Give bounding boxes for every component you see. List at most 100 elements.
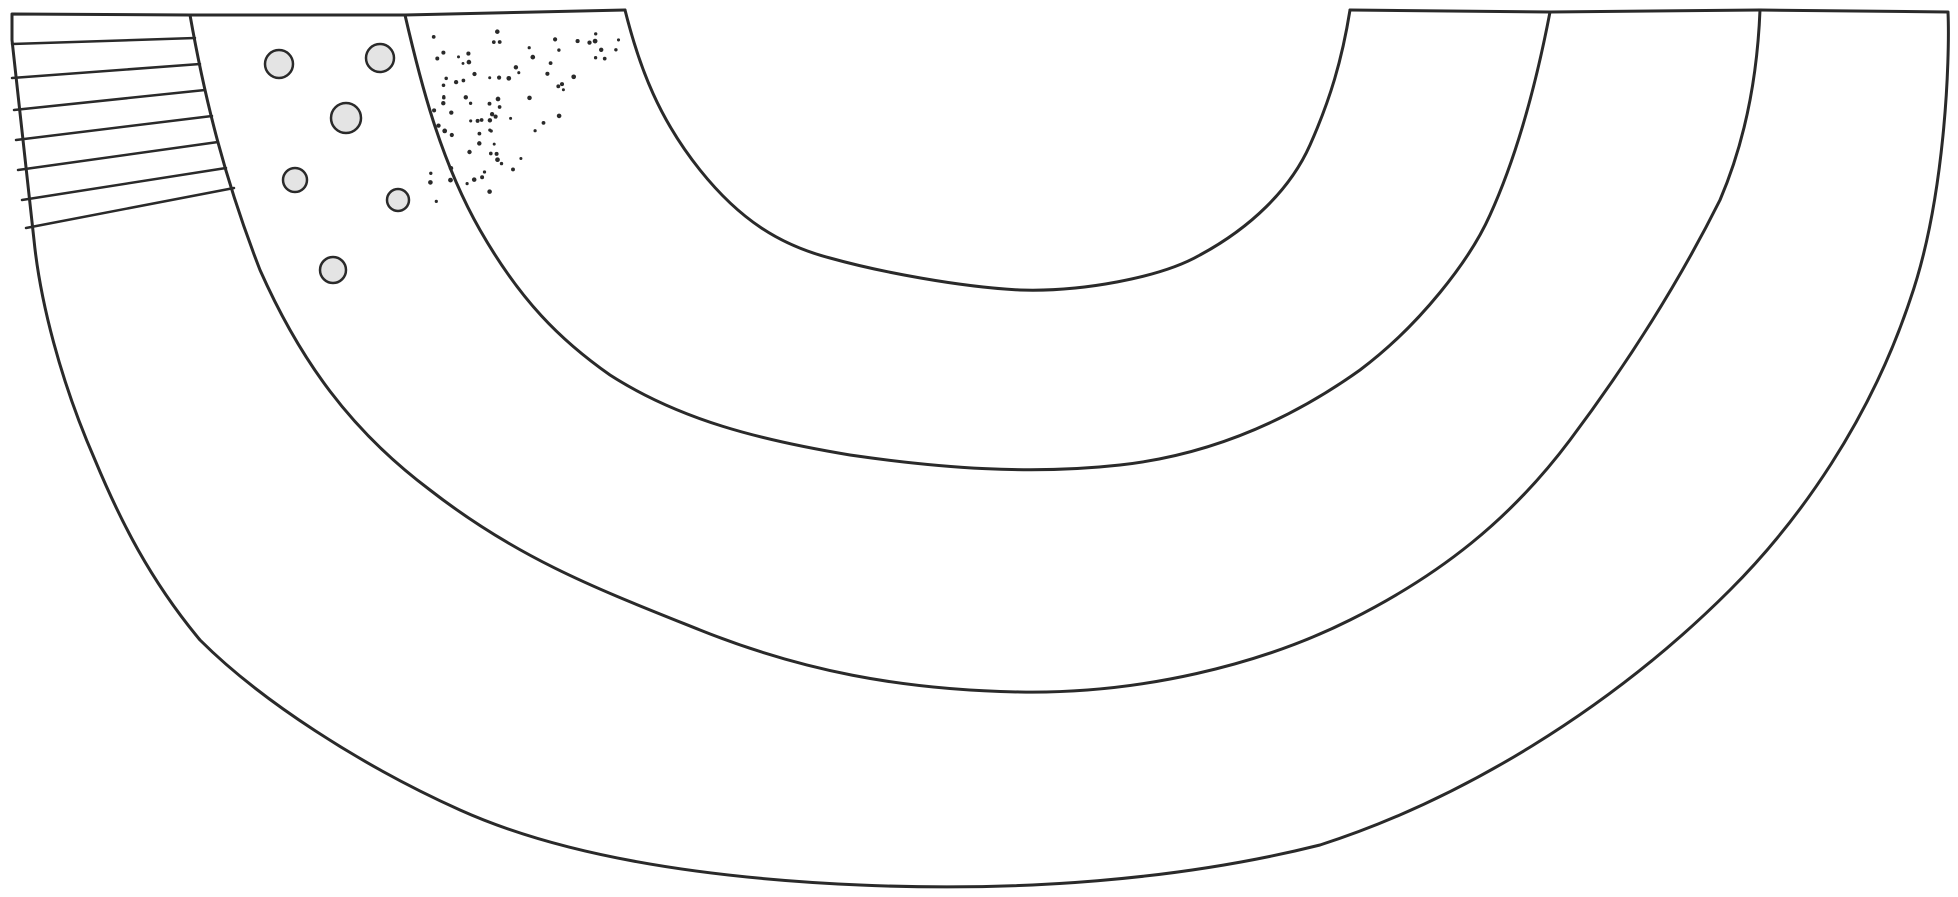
stipple-dot [432,35,436,39]
stipple-dot [490,112,494,116]
stipple-dot [435,57,439,61]
stipple-dot [493,143,496,146]
stipple-dot [497,76,501,80]
stipple-dot [469,102,472,105]
stipple-dot [506,76,511,81]
stipple-dot [534,129,537,132]
stipple-dot [594,56,597,59]
stipple-dot [483,170,486,173]
stipple-dot [498,105,502,109]
stipple-dot [557,48,560,51]
stipple-dot [477,141,481,145]
stipple-dot [545,72,549,76]
circle-marker [283,168,307,192]
stipple-dot [469,119,472,122]
hatch-line [18,142,218,170]
stipple-dot [478,132,482,136]
stipple-dot [480,175,484,179]
circle-marker [387,189,409,211]
stipple-dot [466,182,469,185]
circle-marker [366,44,394,72]
circle-pattern-icon [265,44,409,283]
stipple-dot [495,152,499,156]
stipple-dot [444,77,447,80]
stipple-dot [442,84,446,88]
stipple-dot [487,189,492,194]
stipple-dot [448,178,453,183]
boundary-second-third [405,12,1550,470]
hatch-line [12,38,195,44]
stipple-dot [576,39,580,43]
stipple-dot [429,172,432,175]
stipple-dot [472,72,476,76]
stipple-dot [442,95,445,98]
stipple-dot [488,118,492,122]
stipple-dot [441,51,445,55]
stipple-dot [571,74,576,79]
stipple-dot [492,40,496,44]
stipple-dot [557,114,562,119]
stipple-dot [587,40,591,44]
stipple-dot [489,152,493,156]
stipple-dot [449,166,453,170]
stipple-dot [617,38,620,41]
stipple-dot [528,46,531,49]
stipple-dot [556,84,560,88]
stipple-dot [509,117,512,120]
stipple-dot [472,177,477,182]
stipple-dot [488,102,492,106]
stipple-dot [527,96,532,101]
stipple-dot [428,180,433,185]
stipple-pattern-icon [428,29,620,203]
stipple-dot [441,101,445,105]
stipple-dot [495,157,500,162]
stipple-dot [560,82,564,86]
stipple-dot [530,55,535,60]
stipple-dot [562,88,565,91]
stipple-dot [594,32,597,35]
stipple-dot [462,79,466,83]
stipple-dot [614,48,617,51]
stipple-dot [457,55,460,58]
stipple-dot [449,110,453,114]
circle-marker [331,103,361,133]
hatch-line [12,64,200,78]
stipple-dot [480,118,484,122]
stipple-dot [488,129,491,132]
stipple-dot [435,200,438,203]
hatch-line [14,90,205,110]
stipple-dot [450,133,454,137]
boundary-outer-second [190,10,1760,692]
stipple-dot [549,61,553,65]
stipple-dot [467,60,472,65]
circle-marker [265,50,293,78]
stipple-dot [517,71,520,74]
stipple-dot [495,29,500,34]
stipple-dot [442,129,447,134]
outer-arc-boundary [12,10,1948,887]
stipple-dot [464,95,468,99]
stipple-dot [542,121,546,125]
stipple-dot [462,62,465,65]
stipple-dot [454,80,458,84]
stipple-dot [488,76,491,79]
stipple-dot [593,39,598,44]
stipple-dot [432,108,436,112]
stipple-dot [519,157,522,160]
layer-boundaries [12,10,1948,887]
inner-arc-boundary [625,10,1350,290]
stipple-dot [467,150,471,154]
stipple-dot [553,37,557,41]
stipple-dot [500,162,503,165]
stipple-dot [514,65,518,69]
stipple-dot [599,48,603,52]
hatch-line [16,116,212,140]
stipple-dot [436,123,440,127]
stipple-dot [511,167,515,171]
stipple-dot [498,40,502,44]
stipple-dot [603,57,607,61]
stipple-dot [466,52,470,56]
stipple-dot [476,119,480,123]
